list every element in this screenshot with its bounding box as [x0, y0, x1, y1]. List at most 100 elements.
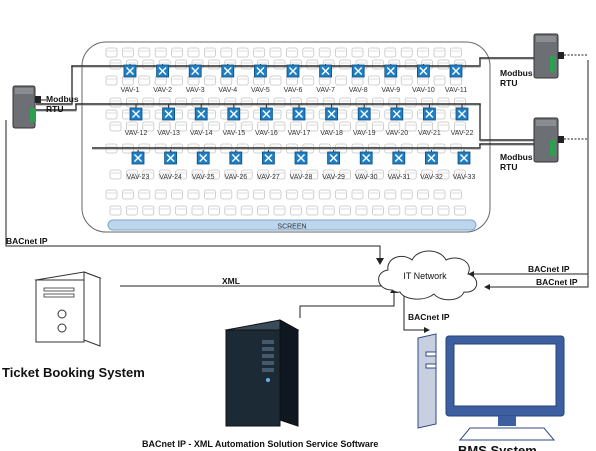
seat-icon [236, 75, 249, 86]
seat-icon [388, 169, 401, 180]
seat-icon [171, 189, 184, 200]
modbus-lines [36, 57, 534, 150]
vav-label: VAV-1 [121, 87, 140, 94]
seat-icon [400, 75, 413, 86]
seat-icon [322, 205, 335, 216]
seat-icon [453, 121, 466, 132]
seat-icon [437, 59, 450, 70]
seat-icon [273, 205, 286, 216]
seat-icon [289, 121, 302, 132]
gateway-right-top-label-2: RTU [500, 78, 517, 88]
seat-icon [339, 97, 352, 108]
vav-unit-icon [390, 107, 404, 121]
vav-unit-icon [123, 64, 137, 78]
seat-icon [306, 59, 319, 70]
seat-icon [437, 205, 450, 216]
vav-label: VAV-19 [353, 130, 376, 137]
seat-icon [437, 169, 450, 180]
seat-icon [187, 189, 200, 200]
bus-line [36, 103, 534, 141]
seat-icon [306, 121, 319, 132]
vav-unit-icon [294, 151, 308, 165]
screen-label: SCREEN [277, 224, 306, 231]
seat-icon [404, 169, 417, 180]
seat-icon [302, 75, 315, 86]
seat-icon [355, 121, 368, 132]
seat-icon [269, 189, 282, 200]
seat-icon [207, 205, 220, 216]
seat-icon [421, 121, 434, 132]
vav-unit-icon [359, 151, 373, 165]
vav-label: VAV-5 [251, 87, 270, 94]
gateway-right-bottom-label-1: Modbus [500, 152, 533, 162]
seat-icon [257, 169, 270, 180]
seat-icon [207, 59, 220, 70]
seat-icon [207, 121, 220, 132]
vav-unit-icon [221, 64, 235, 78]
seat-icon [371, 121, 384, 132]
seat-icon [404, 121, 417, 132]
seat-icon [273, 59, 286, 70]
vav-unit-icon [229, 151, 243, 165]
seat-icon [384, 189, 397, 200]
vav-label: VAV-6 [284, 87, 303, 94]
vav-unit-icon [286, 64, 300, 78]
seat-icon [371, 169, 384, 180]
seat-icon [351, 189, 364, 200]
seat-icon [158, 169, 171, 180]
seat-icon [400, 47, 413, 58]
seat-icon [335, 47, 348, 58]
vav-unit-icon [131, 151, 145, 165]
modbus-gateway-left [12, 85, 46, 129]
gateway-left-label-1: Modbus [46, 94, 79, 104]
seat-icon [191, 169, 204, 180]
seat-icon [289, 205, 302, 216]
vav-unit-icon [455, 107, 469, 121]
cloud-label: IT Network [403, 271, 447, 281]
seat-icon [355, 97, 368, 108]
vav-label: VAV-18 [320, 130, 343, 137]
vav-label: VAV-20 [385, 130, 408, 137]
seat-icon [122, 47, 134, 58]
vav-label: VAV-7 [316, 87, 335, 94]
seat-icon [273, 121, 286, 132]
seat-icon [224, 205, 237, 216]
seat-icon [351, 47, 364, 58]
seat-icon [171, 47, 184, 58]
vav-label: VAV-8 [349, 87, 368, 94]
seat-icon [203, 47, 216, 58]
seat-icon [404, 205, 417, 216]
seat-icon [322, 121, 335, 132]
seat-icon [142, 205, 155, 216]
vav-unit-icon [319, 64, 333, 78]
vav-unit-icon [259, 107, 273, 121]
seat-icon [449, 189, 462, 200]
seat-icon [339, 169, 352, 180]
seat-icon [122, 189, 134, 200]
seat-icon [269, 47, 282, 58]
vav-label: VAV-4 [218, 87, 237, 94]
vav-label: VAV-31 [387, 174, 410, 181]
seat-icon [105, 109, 118, 120]
bms-computer-icon [417, 333, 565, 441]
seat-icon [371, 97, 384, 108]
vav-unit-icon [325, 107, 339, 121]
seat-icon [240, 59, 253, 70]
seat-icon [220, 47, 233, 58]
seat-icon [142, 59, 155, 70]
bus-line [36, 57, 534, 105]
seat-icon [142, 121, 155, 132]
vav-unit-icon [129, 107, 143, 121]
seat-icon [318, 47, 331, 58]
modbus-gateway-right-bottom [533, 117, 588, 163]
vav-unit-icon [449, 64, 463, 78]
vav-label: VAV-25 [192, 174, 215, 181]
seat-icon [437, 97, 450, 108]
seat-icon [253, 189, 266, 200]
link-xml: XML [222, 276, 240, 286]
vav-label: VAV-33 [453, 174, 476, 181]
ticket-booking-label: Ticket Booking System [2, 365, 145, 380]
ticket-server-icon [34, 271, 102, 347]
seat-icon [335, 75, 348, 86]
vav-label: VAV-23 [127, 174, 150, 181]
